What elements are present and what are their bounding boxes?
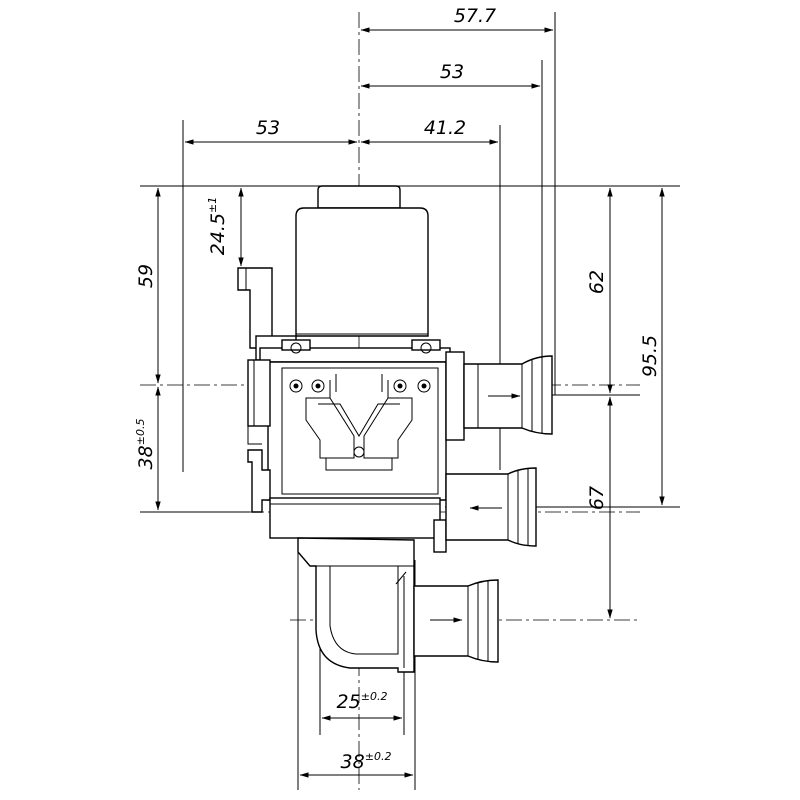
- dim-right-upper: 62: [586, 270, 608, 294]
- lower-elbow: [297, 537, 415, 673]
- lower-pipe: [413, 579, 499, 663]
- dim-port-spacing: 38±0.5: [134, 419, 157, 470]
- dim-left-height: 59: [135, 264, 157, 288]
- upper-pipe: [445, 351, 553, 441]
- valve-body: [247, 359, 447, 513]
- dim-top-inlet-c: 41.2: [424, 117, 466, 139]
- dim-top-overall: 57.7: [454, 5, 496, 27]
- valve-mechanism: [305, 374, 413, 471]
- dim-bottom-outer: 38±0.2: [341, 750, 392, 773]
- actuator-motor: [295, 185, 429, 337]
- dim-bottom-inner: 25±0.2: [337, 690, 388, 713]
- lower-flange: [269, 497, 447, 553]
- dim-actuator-height: 24.5±1: [206, 197, 229, 256]
- dim-right-lower: 67: [586, 486, 608, 510]
- dimension-lines: [155, 27, 665, 778]
- dim-left-connector: 53: [256, 117, 280, 139]
- dim-top-inlet-b: 53: [440, 61, 464, 83]
- upper-flange: [259, 339, 451, 363]
- middle-pipe: [445, 467, 537, 547]
- valve-drawing: [237, 185, 553, 673]
- dim-right-overall: 95.5: [639, 335, 661, 377]
